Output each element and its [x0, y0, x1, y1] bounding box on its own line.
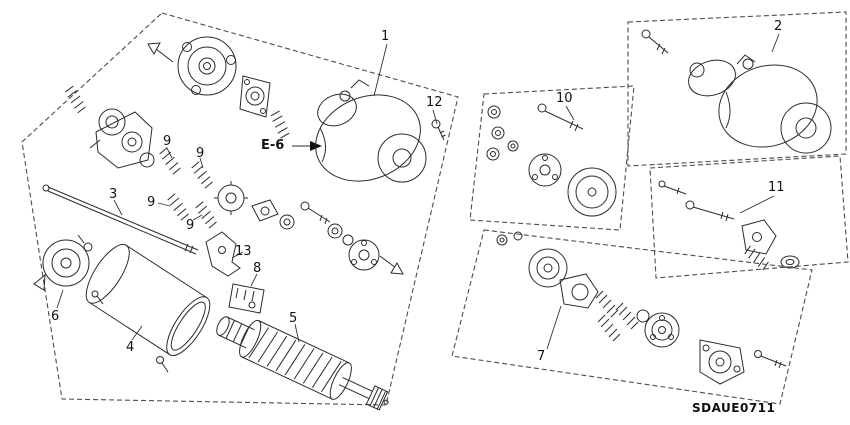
intermediate-plate — [239, 75, 271, 118]
diagram-code: SDAUE0711 — [692, 401, 776, 415]
lever-spring — [742, 242, 771, 274]
callout-part-4: 4 — [126, 340, 135, 355]
clutch-lever-cluster — [89, 108, 155, 169]
part-9-brush-springs — [157, 146, 219, 230]
part-2-mount-screw — [641, 29, 669, 55]
leader-7 — [546, 305, 562, 350]
pinion-spring — [595, 290, 619, 318]
callout-part-7: 7 — [537, 349, 546, 364]
callout-part-10: 10 — [556, 91, 573, 106]
part-12-bolt — [431, 119, 446, 141]
callout-part-9c: 9 — [147, 195, 156, 210]
view-arrow-right — [379, 255, 404, 275]
part-10-hardware-kit — [486, 103, 617, 217]
pinion-spring — [615, 302, 639, 330]
callout-part-9a: 9 — [163, 134, 172, 149]
part-10-box — [469, 85, 635, 231]
plunger-spring — [265, 108, 295, 141]
part-7-gear-housing-kit — [496, 231, 787, 385]
callout-part-3: 3 — [109, 187, 118, 202]
part-13-bracket — [205, 231, 241, 277]
callout-part-9b: 9 — [196, 146, 205, 161]
part-6-end-cover — [33, 234, 104, 305]
callout-part-2: 2 — [774, 19, 783, 34]
part-11-box — [649, 155, 849, 279]
callout-part-1: 1 — [381, 29, 390, 44]
leader-11 — [739, 195, 775, 214]
part-8-brush-holder — [228, 283, 265, 314]
view-arrow-top-left — [147, 42, 174, 63]
gear-cover — [177, 36, 237, 96]
callout-part-9d: 9 — [186, 218, 195, 233]
leader-2 — [771, 33, 780, 53]
callout-part-6: 6 — [51, 309, 60, 324]
callout-part-13: 13 — [235, 244, 252, 259]
small-spring — [62, 84, 89, 115]
part-5-armature — [216, 316, 389, 411]
part-11-lever-kit — [658, 180, 800, 269]
part-2-starter-assembly — [688, 54, 832, 154]
part-3-through-bolt — [42, 184, 199, 255]
callout-part-12: 12 — [426, 95, 443, 110]
callout-part-11: 11 — [768, 180, 785, 195]
part-2-box — [627, 11, 847, 167]
part-7-box — [451, 229, 813, 405]
callout-part-5: 5 — [289, 311, 298, 326]
mount-bolt — [156, 356, 169, 373]
leader-10 — [565, 105, 575, 121]
part-4-motor-housing — [85, 243, 211, 357]
callout-part-8: 8 — [253, 261, 262, 276]
main-box-leaders — [56, 43, 438, 343]
e6-reference-label: E-6 — [261, 138, 285, 153]
pinion-spring — [597, 314, 621, 342]
main-assembly-box — [21, 12, 459, 411]
gear-washer-cluster — [214, 181, 380, 271]
part-1-starter-assembly — [315, 79, 427, 183]
e6-reference-arrow — [292, 141, 322, 151]
